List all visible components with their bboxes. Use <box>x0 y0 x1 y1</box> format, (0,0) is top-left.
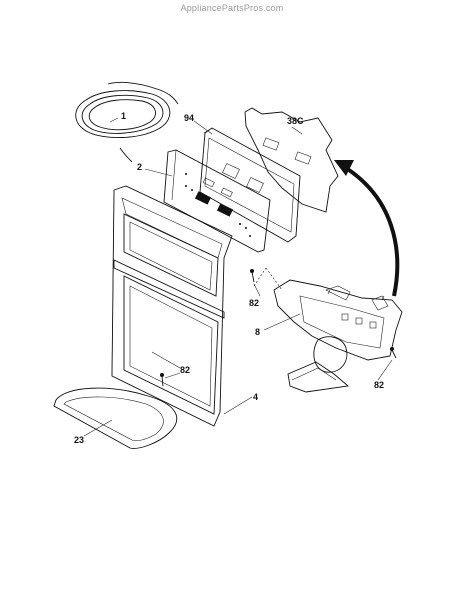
screw-lower <box>160 373 164 387</box>
control-board <box>199 127 301 243</box>
drip-tray <box>53 387 178 449</box>
dispenser-frame <box>111 185 233 427</box>
dispenser-overlay <box>163 149 271 253</box>
screw-upper <box>250 267 283 291</box>
callout-1: 1 <box>121 111 126 121</box>
callout-23: 23 <box>74 435 84 445</box>
screw-right <box>390 347 397 359</box>
callout-94: 94 <box>184 113 194 123</box>
callout-82-lower: 82 <box>180 365 190 375</box>
callout-2: 2 <box>137 162 142 172</box>
callout-82-right: 82 <box>374 380 384 390</box>
assembly-arrow <box>334 160 400 297</box>
watermark: AppliancePartsPros.com <box>180 3 284 13</box>
callout-8: 8 <box>255 327 260 337</box>
callout-82-upper: 82 <box>249 298 259 308</box>
leader-lines <box>83 117 393 437</box>
dispenser-housing-assembly <box>273 279 403 393</box>
tubing-coil <box>75 81 179 163</box>
back-insulation-panel <box>244 107 339 213</box>
callout-38c: 38C <box>287 116 304 126</box>
callout-4: 4 <box>253 392 258 402</box>
